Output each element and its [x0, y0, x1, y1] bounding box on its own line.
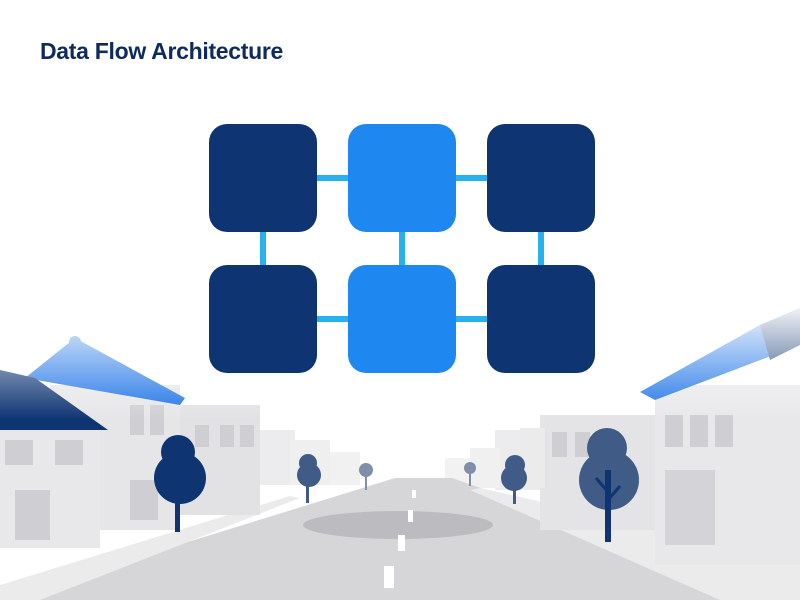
tree-icon	[154, 428, 639, 542]
node-n4	[209, 265, 317, 373]
node-n5	[348, 265, 456, 373]
page-title: Data Flow Architecture	[40, 38, 284, 64]
road-icon	[0, 478, 800, 600]
node-n3	[487, 124, 595, 232]
node-n1	[209, 124, 317, 232]
left-sidewalk	[0, 496, 300, 600]
node-n2	[348, 124, 456, 232]
node-n6	[487, 265, 595, 373]
data-flow-diagram	[209, 124, 595, 373]
